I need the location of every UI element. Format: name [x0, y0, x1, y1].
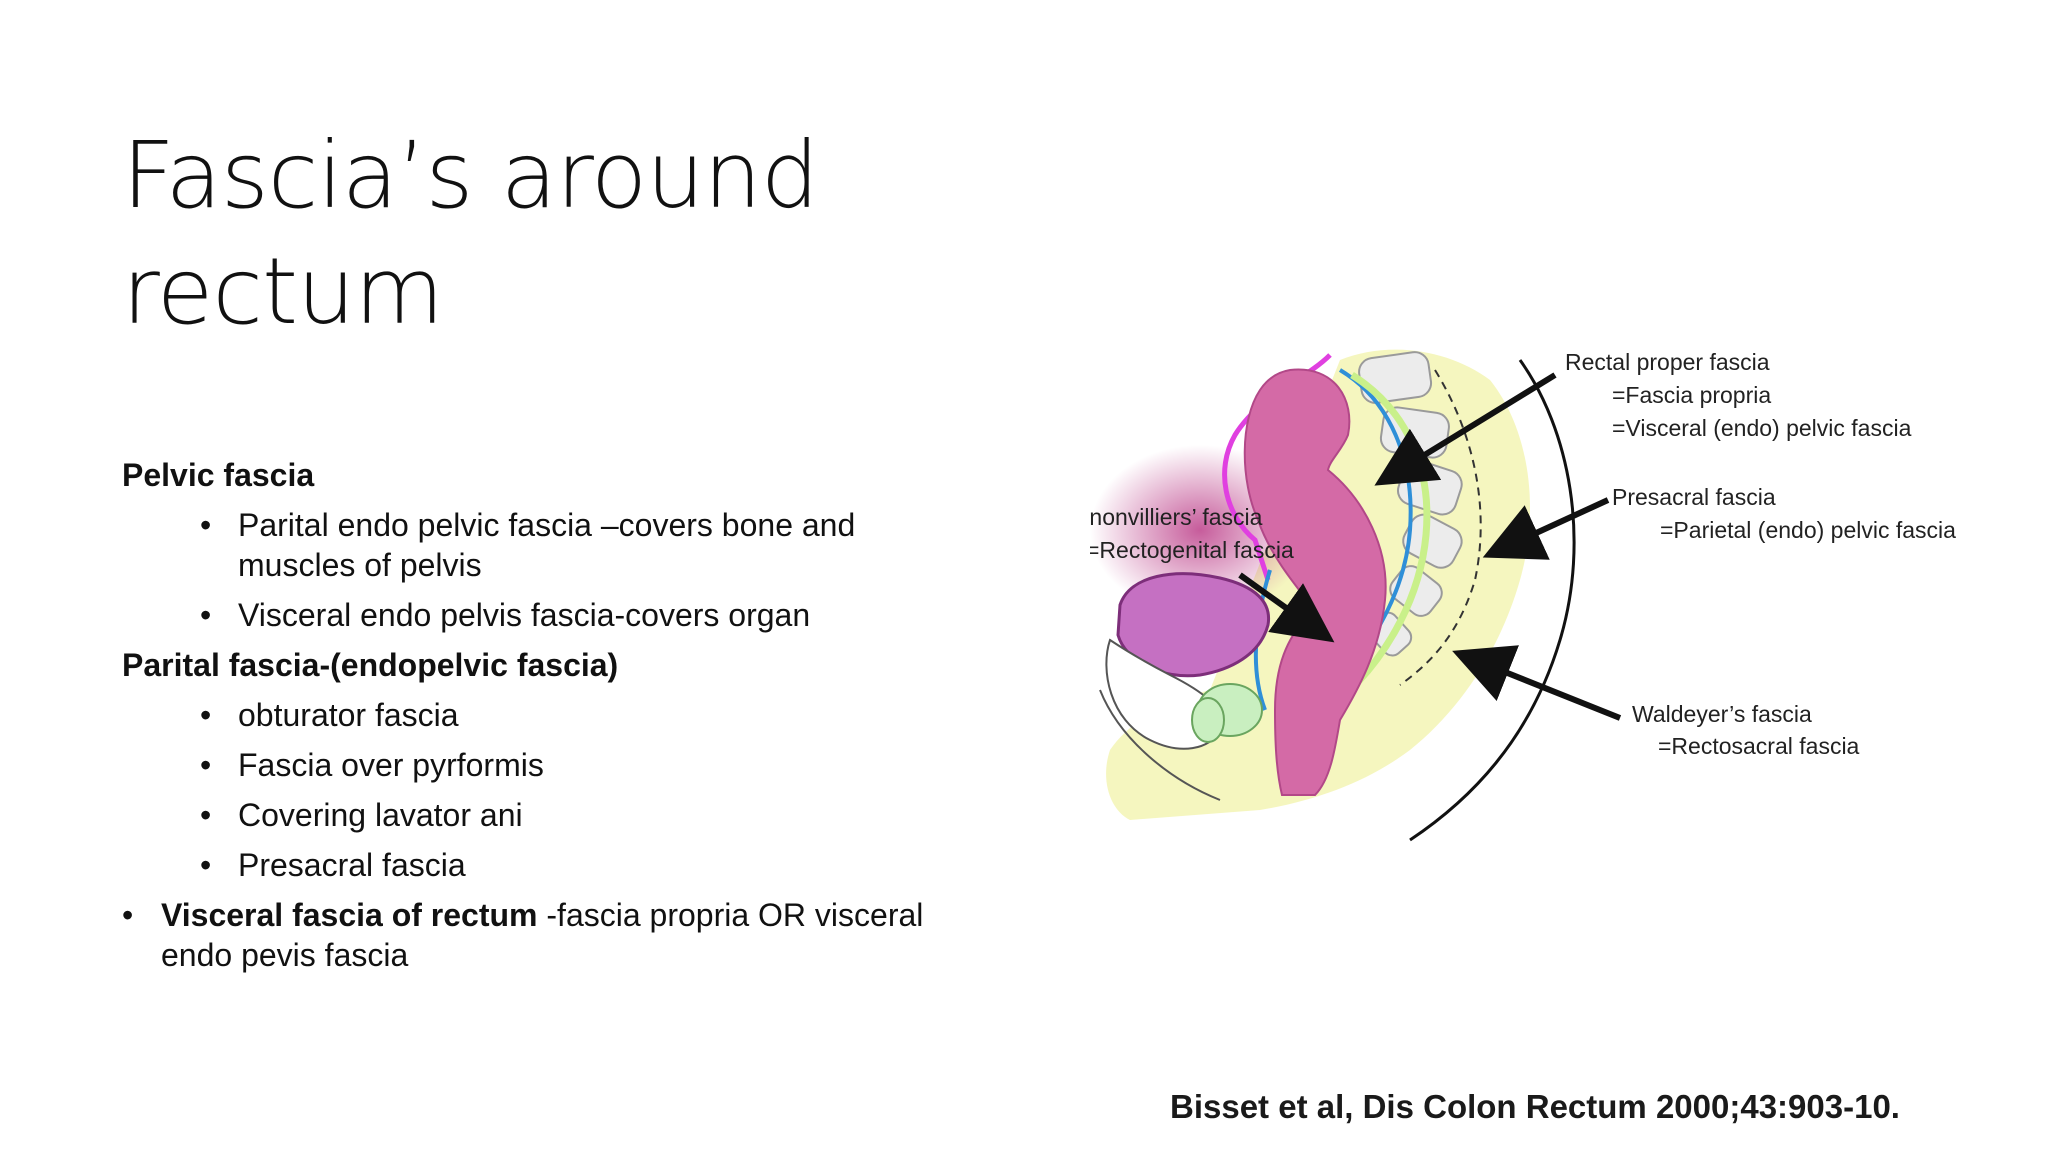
list-item: Fascia over pyrformis	[200, 745, 942, 785]
label-rectal-proper-fascia-2: =Fascia propria	[1612, 382, 1771, 408]
parital-fascia-list: obturator fascia Fascia over pyrformis C…	[122, 695, 942, 885]
list-item: Presacral fascia	[200, 845, 942, 885]
arrow-denonvilliers	[1238, 572, 1335, 643]
slide-body: Pelvic fascia Parital endo pelvic fascia…	[122, 455, 942, 975]
list-item: Covering lavator ani	[200, 795, 942, 835]
label-presacral-fascia-2: =Parietal (endo) pelvic fascia	[1660, 517, 1956, 543]
section-heading-pelvic-fascia: Pelvic fascia	[122, 457, 315, 493]
title-line-2: rectum	[122, 238, 444, 345]
section-heading-parital-fascia: Parital fascia-(endopelvic fascia)	[122, 647, 619, 683]
slide-title: Fascia’s around rectum	[122, 118, 942, 350]
label-rectal-proper-fascia-1: Rectal proper fascia	[1565, 349, 1770, 375]
rectum-fascia-diagram: Rectal proper fascia =Fascia propria =Vi…	[1090, 349, 1956, 842]
label-rectal-proper-fascia-3: =Visceral (endo) pelvic fascia	[1612, 415, 1912, 441]
label-presacral-fascia-1: Presacral fascia	[1612, 484, 1776, 510]
label-denonvilliers-fascia-1: Denonvilliers’ fascia	[1090, 504, 1263, 530]
pelvic-outer-curve	[1409, 359, 1576, 842]
arrow-waldeyer	[1452, 645, 1622, 721]
anatomy-figure: Rectal proper fascia =Fascia propria =Vi…	[1090, 340, 1970, 850]
title-line-1: Fascia’s around	[122, 122, 819, 229]
citation: Bisset et al, Dis Colon Rectum 2000;43:9…	[1170, 1088, 1900, 1125]
pelvic-fascia-list: Parital endo pelvic fascia –covers bone …	[122, 505, 942, 635]
label-waldeyer-fascia-2: =Rectosacral fascia	[1658, 733, 1860, 759]
arrow-rectal-proper	[1374, 372, 1557, 486]
list-item: Parital endo pelvic fascia –covers bone …	[200, 505, 942, 585]
list-item: Visceral endo pelvis fascia-covers organ	[200, 595, 942, 635]
visceral-fascia-text: -fascia propria OR visceral endo pevis f…	[161, 897, 924, 973]
rectum	[1243, 368, 1387, 796]
label-denonvilliers-fascia-2: =Rectogenital fascia	[1090, 537, 1294, 563]
arrow-presacral	[1482, 497, 1610, 560]
sacrum-dashed-outline	[1399, 369, 1482, 686]
list-item: obturator fascia	[200, 695, 942, 735]
visceral-fascia-bullet: Visceral fascia of rectum -fascia propri…	[122, 895, 942, 975]
pelvic-floor-curve	[1099, 689, 1221, 801]
visceral-fascia-bold: Visceral fascia of rectum	[161, 897, 538, 933]
label-waldeyer-fascia-1: Waldeyer’s fascia	[1632, 701, 1812, 727]
seminal-vesicle	[1191, 697, 1225, 743]
green-fascia-band	[1350, 372, 1431, 685]
